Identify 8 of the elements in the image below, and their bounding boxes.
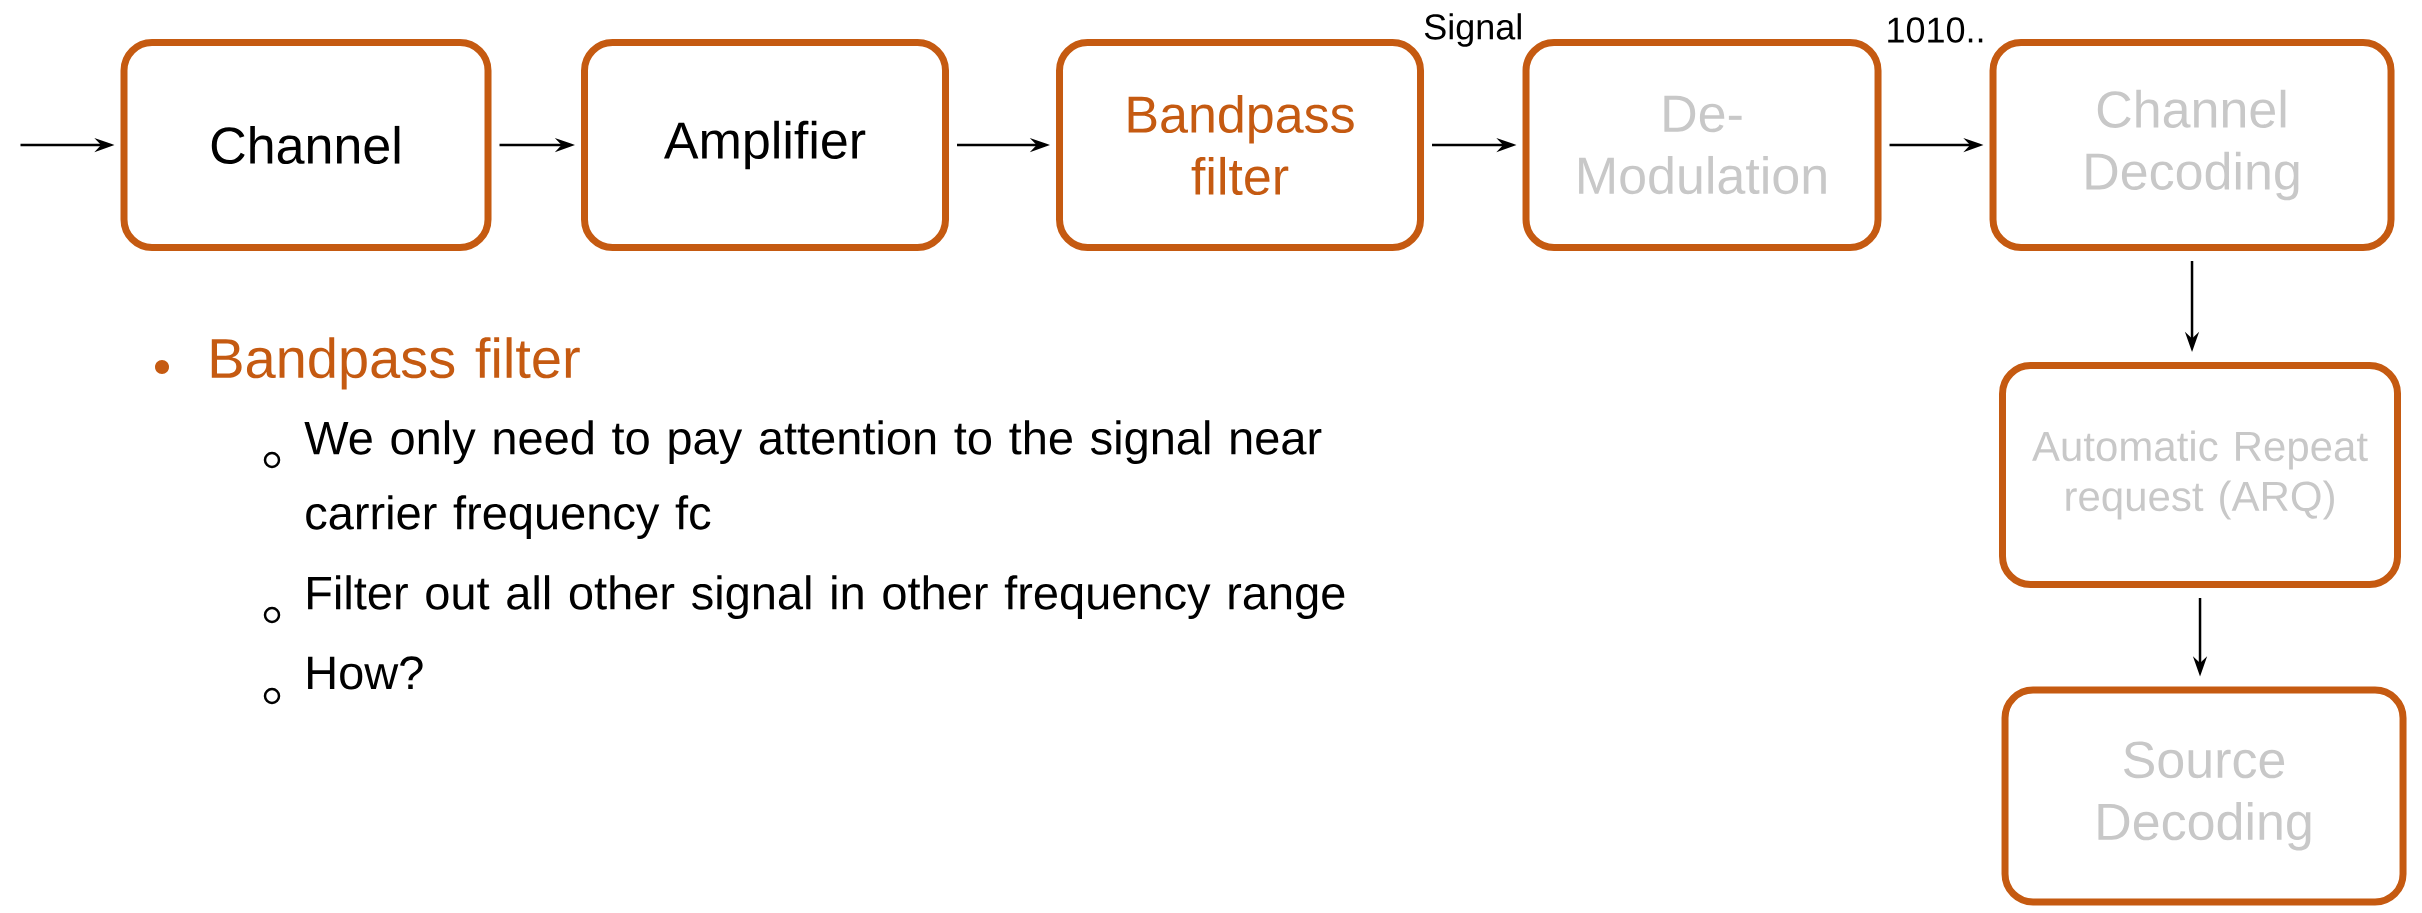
edge-label: 1010..	[1883, 15, 1988, 45]
bullet-text: Filter out all other signal in other frequency range	[308, 575, 1345, 619]
process-box: Bandpass filter	[1056, 39, 1424, 251]
bullet-text: We only need to pay attention to the signal near carrier frequency fc	[304, 420, 1322, 539]
bullet-text: Bandpass filter	[211, 337, 580, 390]
bullet-text: How?	[308, 656, 423, 690]
process-box: Channel	[120, 39, 492, 251]
process-box: Amplifier	[581, 39, 949, 251]
